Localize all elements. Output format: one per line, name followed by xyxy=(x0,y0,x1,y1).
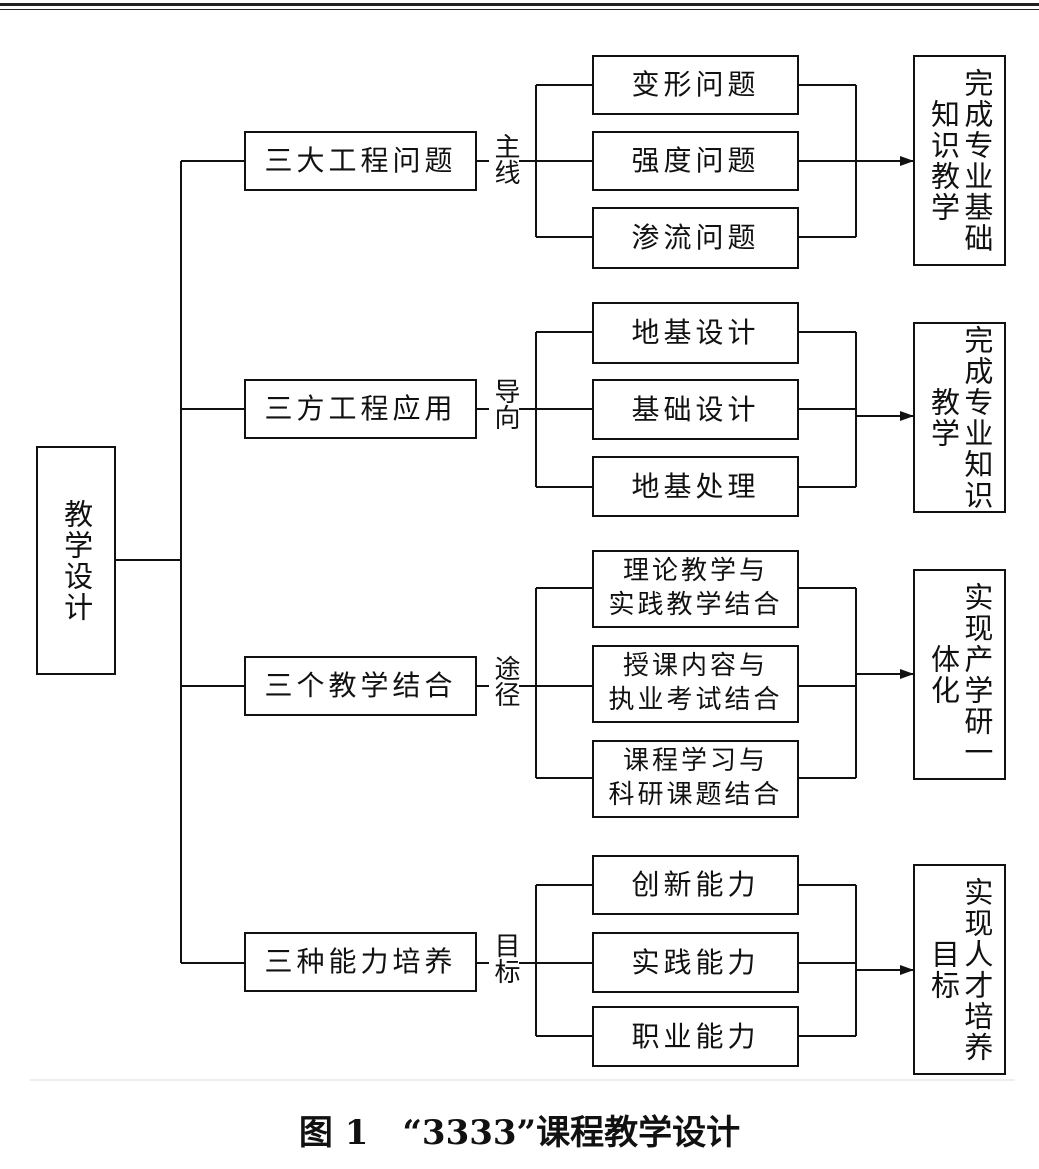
connector-label-1: 主线 xyxy=(489,133,520,185)
connector-label-4: 目标 xyxy=(489,932,520,984)
branch-box-4: 三种能力培养 xyxy=(244,932,477,992)
branch-box-3: 三个教学结合 xyxy=(244,656,477,716)
result-label-2: 完成专业知识教学 xyxy=(926,324,994,511)
item-label-4-1: 创新能力 xyxy=(631,868,760,902)
branch-label-2: 三方工程应用 xyxy=(264,392,457,426)
caption-divider xyxy=(30,1079,1015,1081)
branch-label-1: 三大工程问题 xyxy=(264,144,457,178)
item-box-4-3: 职业能力 xyxy=(592,1006,799,1067)
item-box-4-1: 创新能力 xyxy=(592,855,799,915)
item-box-3-2: 授课内容与 执业考试结合 xyxy=(592,645,799,723)
result-box-3: 实现产学研一体化 xyxy=(913,569,1006,780)
item-box-1-3: 渗流问题 xyxy=(592,207,799,269)
figure-caption: 图 1 “3333”课程教学设计 xyxy=(298,1113,741,1153)
connector-label-2: 导向 xyxy=(489,378,520,430)
root-box: 教学设计 xyxy=(36,446,116,675)
item-box-2-2: 基础设计 xyxy=(592,379,799,440)
root-label: 教学设计 xyxy=(59,498,94,623)
item-label-1-1: 变形问题 xyxy=(631,68,760,102)
item-label-3-2: 授课内容与 执业考试结合 xyxy=(608,651,783,715)
item-box-4-2: 实践能力 xyxy=(592,932,799,993)
result-box-1: 完成专业基础知识教学 xyxy=(913,55,1006,266)
item-box-3-3: 课程学习与 科研课题结合 xyxy=(592,740,799,818)
item-box-1-1: 变形问题 xyxy=(592,55,799,115)
item-label-2-1: 地基设计 xyxy=(631,316,760,350)
branch-box-1: 三大工程问题 xyxy=(244,131,477,191)
connector-label-3: 途径 xyxy=(489,655,520,707)
branch-box-2: 三方工程应用 xyxy=(244,379,477,439)
item-box-1-2: 强度问题 xyxy=(592,131,799,191)
item-label-1-2: 强度问题 xyxy=(631,144,760,178)
item-label-3-3: 课程学习与 科研课题结合 xyxy=(608,746,783,810)
item-label-2-2: 基础设计 xyxy=(631,392,760,426)
result-label-4: 实现人才培养目标 xyxy=(926,876,994,1063)
item-label-2-3: 地基处理 xyxy=(631,469,760,503)
item-label-4-3: 职业能力 xyxy=(631,1019,760,1053)
result-box-4: 实现人才培养目标 xyxy=(913,864,1006,1075)
top-rule-thin xyxy=(0,9,1039,10)
item-label-3-1: 理论教学与 实践教学结合 xyxy=(608,556,783,620)
branch-label-4: 三种能力培养 xyxy=(264,945,457,979)
item-label-4-2: 实践能力 xyxy=(631,945,760,979)
top-rule xyxy=(0,3,1039,6)
result-box-2: 完成专业知识教学 xyxy=(913,322,1006,513)
item-box-3-1: 理论教学与 实践教学结合 xyxy=(592,550,799,628)
item-box-2-3: 地基处理 xyxy=(592,456,799,517)
item-label-1-3: 渗流问题 xyxy=(631,221,760,255)
item-box-2-1: 地基设计 xyxy=(592,302,799,364)
result-label-3: 实现产学研一体化 xyxy=(926,581,994,768)
branch-label-3: 三个教学结合 xyxy=(264,669,457,703)
result-label-1: 完成专业基础知识教学 xyxy=(926,67,994,254)
